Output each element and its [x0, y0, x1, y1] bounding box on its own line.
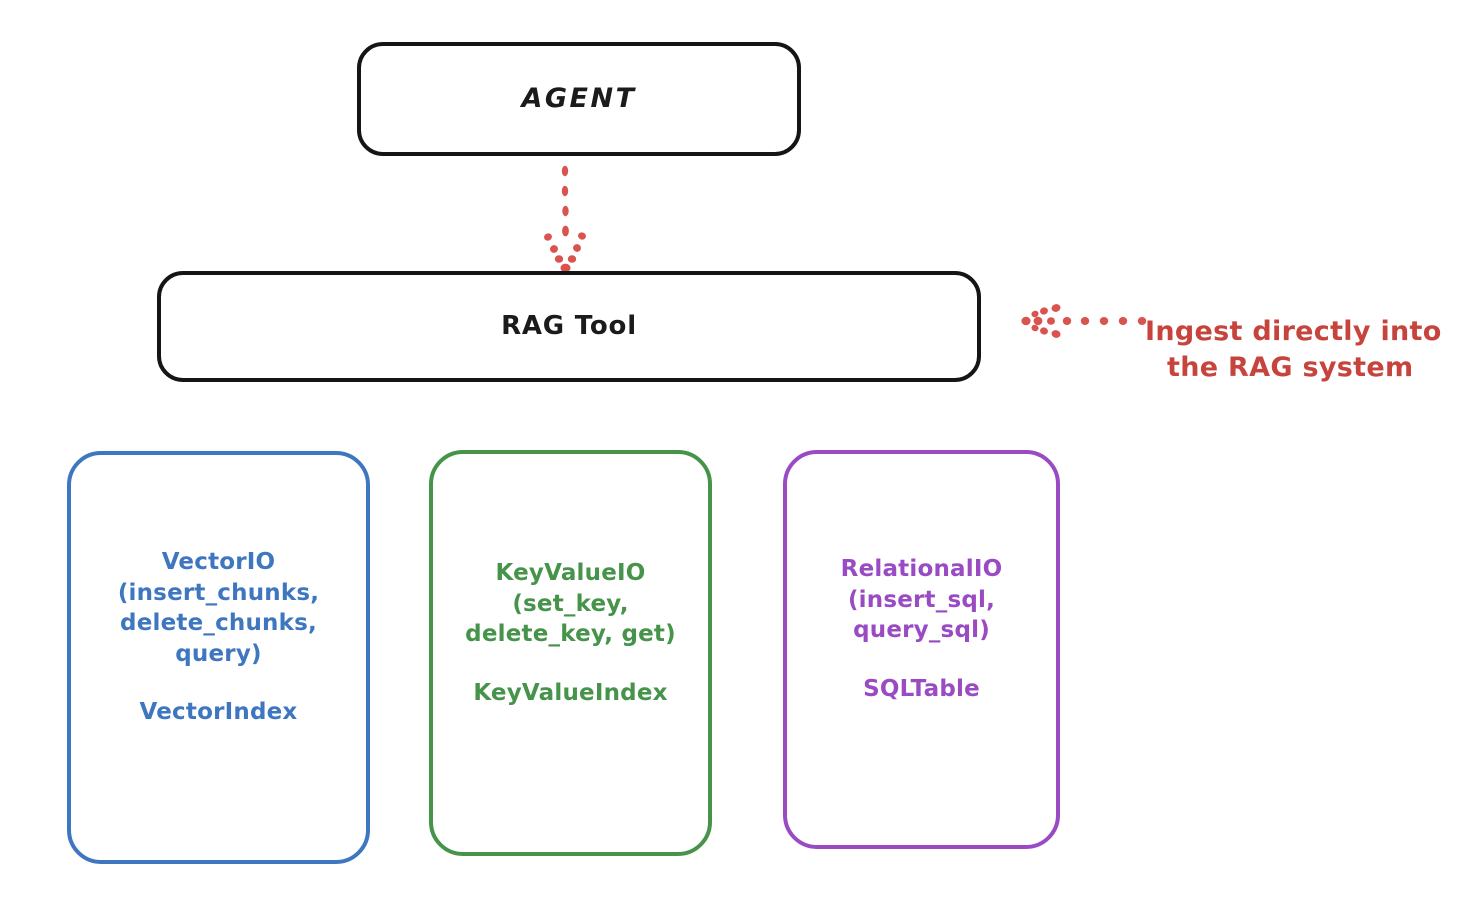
node-agent[interactable]: AGENT — [357, 42, 801, 156]
node-relational-io[interactable]: RelationalIO (insert_sql, query_sql) SQL… — [783, 450, 1060, 849]
node-vector-io-subtitle: VectorIndex — [139, 699, 298, 726]
node-key-value-io[interactable]: KeyValueIO (set_key, delete_key, get) Ke… — [429, 450, 712, 856]
node-key-value-io-subtitle: KeyValueIndex — [473, 679, 668, 706]
annotation-ingest-note-line2: the RAG system — [1167, 351, 1414, 383]
arrow-agent-to-rag-tool — [544, 165, 586, 273]
arrow-note-to-rag-tool — [1021, 304, 1147, 338]
annotation-ingest-note: Ingest directly into the RAG system — [1145, 278, 1475, 422]
node-agent-label: AGENT — [521, 82, 637, 114]
node-relational-io-title: RelationalIO (insert_sql, query_sql) — [840, 556, 1003, 644]
node-relational-io-subtitle: SQLTable — [863, 675, 980, 702]
node-vector-io-title: VectorIO (insert_chunks, delete_chunks, … — [117, 549, 320, 667]
node-rag-tool-label: RAG Tool — [501, 310, 637, 341]
node-vector-io[interactable]: VectorIO (insert_chunks, delete_chunks, … — [67, 451, 370, 864]
annotation-ingest-note-line1: Ingest directly into — [1145, 315, 1442, 347]
node-rag-tool[interactable]: RAG Tool — [157, 271, 981, 382]
node-key-value-io-title: KeyValueIO (set_key, delete_key, get) — [465, 560, 676, 648]
